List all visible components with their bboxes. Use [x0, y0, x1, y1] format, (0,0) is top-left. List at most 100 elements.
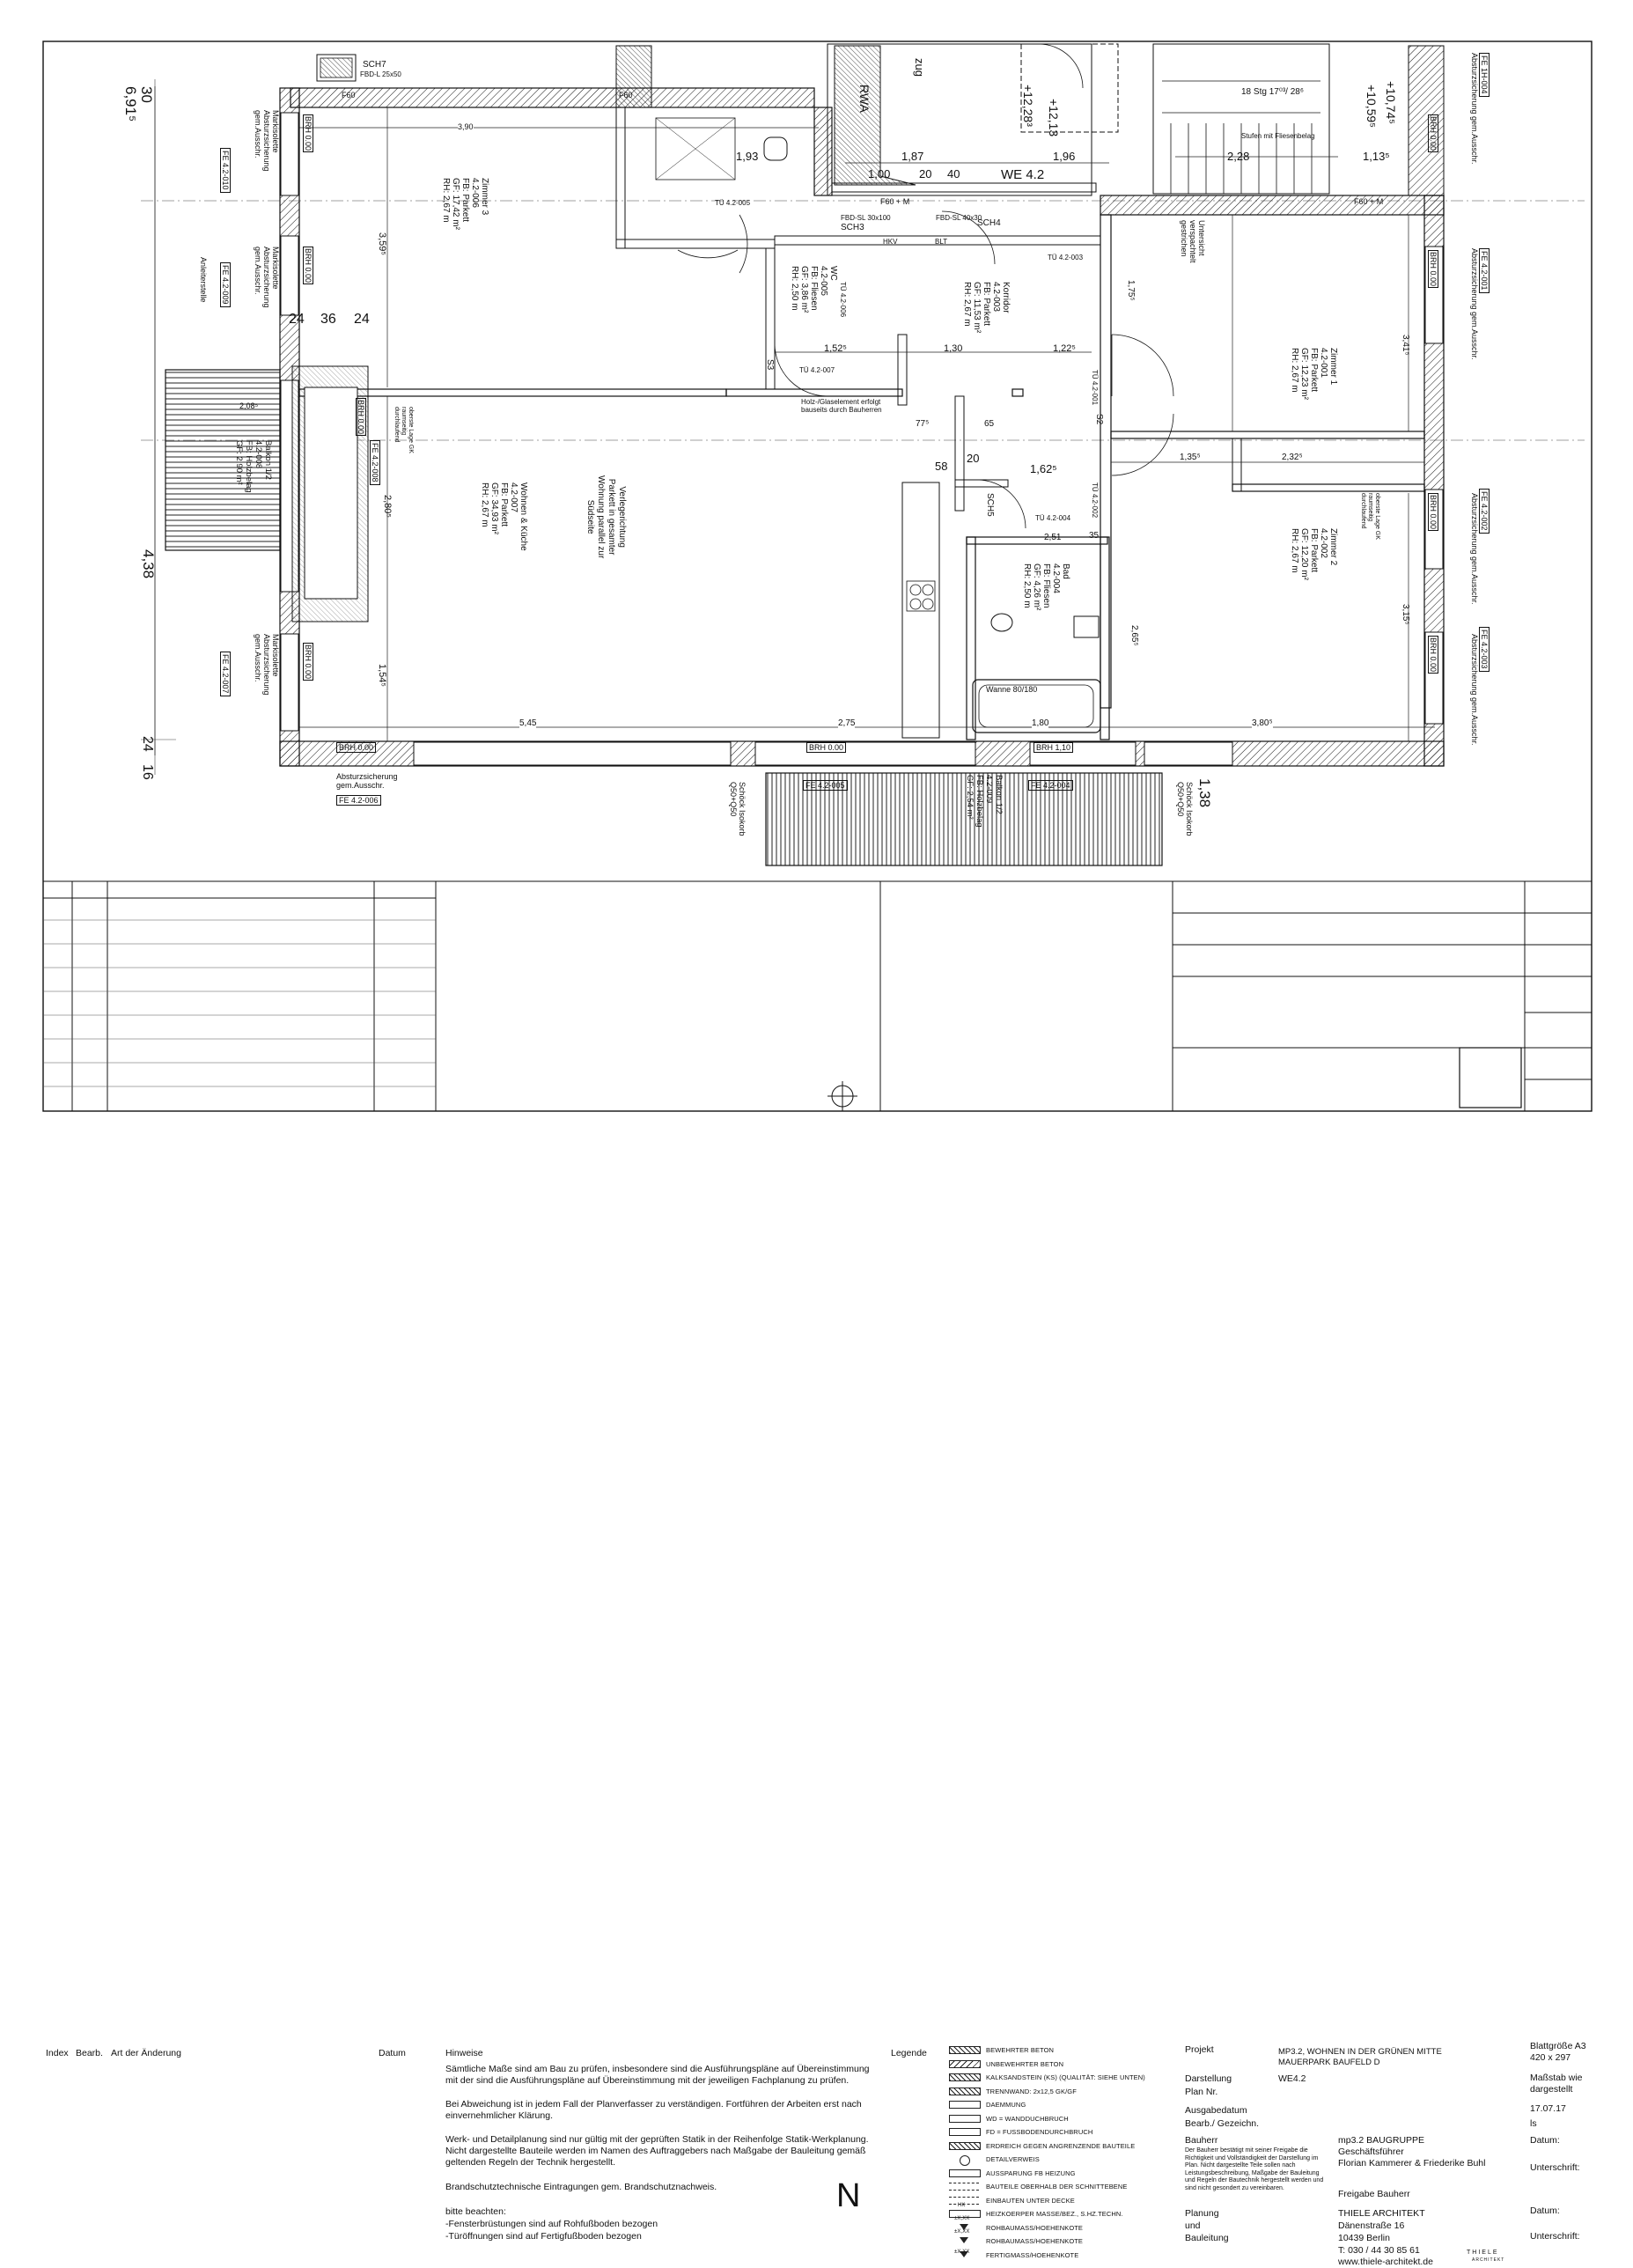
door-tag: TÜ 4.2-005: [715, 199, 751, 207]
projekt-label: Projekt: [1185, 2044, 1214, 2055]
balcony-bottom: [765, 772, 1163, 866]
initials-value: ls: [1530, 2118, 1537, 2129]
legend-swatch: [949, 2059, 981, 2068]
schock-label: Schöck Isokorb Q50+Q50: [729, 782, 747, 836]
blatt-value: 420 x 297: [1530, 2052, 1571, 2063]
legend-mark-hk: HK: [958, 2203, 966, 2208]
parapet-tag: BRH 0.00: [1428, 493, 1438, 532]
legend-item: DAEMMUNG: [986, 2101, 1026, 2109]
window-tag: FE 4.2-007: [220, 652, 231, 696]
fbd-label: FBD-SL 30x100: [841, 214, 891, 222]
legend-item: FERTIGMASS/HOEHENKOTE: [986, 2250, 1079, 2259]
balcony-left: [165, 369, 281, 551]
dim: 2,75: [838, 718, 856, 728]
col-bearb-header: Bearb.: [76, 2048, 103, 2058]
dim: 2,32⁵: [1282, 453, 1303, 462]
blatt-label: Blattgröße A3: [1530, 2041, 1586, 2051]
fall-protection-label: Absturzsicherung gem.Ausschr.: [1470, 634, 1479, 746]
hinweise-p6: -Fensterbrüstungen sind auf Rohfußboden …: [445, 2219, 658, 2229]
legend-item: AUSSPARUNG FB HEIZUNG: [986, 2169, 1076, 2177]
legende-title: Legende: [891, 2048, 927, 2058]
dim: 3,59⁵: [377, 232, 387, 255]
planung-label-3: Bauleitung: [1185, 2233, 1229, 2243]
dim: 24: [140, 736, 155, 752]
legend-swatch: [949, 2087, 981, 2095]
parapet-tag: BRH 0.00: [1428, 636, 1438, 674]
dim: 1,00: [868, 167, 891, 180]
dim: 1,54⁵: [377, 664, 387, 687]
window-tag: FE 4.2-006: [336, 795, 381, 806]
legend-mark-kote: ±X,XX: [954, 2250, 970, 2255]
shaft-label: SCH4: [977, 218, 1001, 228]
legend-swatch: [960, 2155, 970, 2166]
dim: 1,75⁵: [1126, 280, 1136, 301]
dim: 2,65⁵: [1129, 625, 1139, 646]
window-tag: FE 4.2-009: [220, 262, 231, 307]
legend-item: DETAILVERWEIS: [986, 2155, 1040, 2163]
planung-label-1: Planung: [1185, 2208, 1219, 2219]
legend-swatch: [960, 2237, 968, 2243]
window-tag: FE 4.2-002: [1479, 489, 1490, 534]
hinweise-p3: Werk- und Detailplanung sind nur gültig …: [445, 2134, 869, 2168]
door-tag: TÜ 4.2-007: [799, 366, 835, 374]
datum-label-2: Datum:: [1530, 2205, 1560, 2216]
door-tag: TÜ 4.2-003: [1048, 254, 1084, 261]
hinweise-p2: Bei Abweichung ist in jedem Fall der Pla…: [445, 2099, 862, 2121]
legend-item: HEIZKOERPER MASSE/BEZ., S.HZ.TECHN.: [986, 2210, 1123, 2218]
legend-item: EINBAUTEN UNTER DECKE: [986, 2196, 1075, 2205]
dim: 3,90: [458, 122, 474, 131]
architect-line-5: www.thiele-architekt.de: [1338, 2257, 1433, 2267]
dim: 3,80⁵: [1252, 718, 1273, 728]
architect-line-2: Dänenstraße 16: [1338, 2220, 1405, 2231]
fbd-label: FBD-SL 40x30: [936, 214, 982, 222]
shaft-label: S2: [1094, 414, 1104, 425]
hkv-label: BLT: [935, 238, 948, 246]
dim: 40: [947, 167, 960, 180]
zug-label: zug: [913, 58, 926, 77]
dim: 2,08⁵: [239, 401, 259, 410]
schock-label: Schöck Isokorb Q50+Q50: [1176, 782, 1194, 836]
fbd-label: FBD-L 25x50: [360, 70, 401, 78]
north-label: N: [836, 2177, 861, 2214]
legend-item: ROHBAUMASS/HOEHENKOTE: [986, 2223, 1084, 2232]
legend-swatch: [949, 2128, 981, 2136]
title-block-frame: [43, 880, 1592, 1111]
dim: 36: [320, 312, 336, 327]
legend-item: ROHBAUMASS/HOEHENKOTE: [986, 2237, 1084, 2245]
window-tag: FE 4.2-001: [1479, 248, 1490, 293]
window-tag: FE 4.2-010: [220, 148, 231, 193]
holzglas-note: Holz-/Glaselement erfolgt bauseits durch…: [801, 398, 882, 414]
legend-item: FD = FUSSBODENDURCHBRUCH: [986, 2128, 1093, 2136]
door-tag: TÜ 4.2-004: [1035, 514, 1071, 522]
date-value: 17.07.17: [1530, 2103, 1566, 2114]
parapet-tag: BRH 0.00: [1428, 114, 1438, 153]
shaft-label: S3: [765, 359, 775, 371]
wanne-label: Wanne 80/180: [986, 685, 1038, 694]
hkv-label: HKV: [883, 238, 898, 246]
dim: 1,35⁵: [1180, 453, 1201, 462]
untersicht-note: Untersicht verspachtelt gestrichen: [1180, 220, 1206, 263]
legend-item: BAUTEILE OBERHALB DER SCHNITTEBENE: [986, 2183, 1128, 2191]
freigabe-label: Freigabe Bauherr: [1338, 2189, 1410, 2199]
legend-swatch: [949, 2101, 981, 2109]
logo-sub: ARCHITEKT: [1472, 2257, 1505, 2263]
parapet-tag: BRH 0.00: [303, 114, 313, 153]
dim: 1,93: [736, 150, 759, 163]
dim: 2,51: [1044, 533, 1062, 542]
fire-label: F60 + M: [1354, 197, 1384, 206]
dim: 1,96: [1053, 150, 1076, 163]
unterschrift-label: Unterschrift:: [1530, 2162, 1580, 2173]
projekt-value-2: MAUERPARK BAUFELD D: [1278, 2058, 1380, 2067]
wall-top-left: [290, 87, 815, 108]
level-mark: +10,74⁵: [1384, 81, 1398, 125]
fall-protection-label: Absturzsicherung gem.Ausschr.: [1470, 248, 1479, 360]
gk-note: oberste Lage GK raumseitig durchlaufend: [1360, 493, 1380, 540]
architect-logo: [1459, 1047, 1522, 1108]
dim: 2,80⁵: [382, 495, 393, 518]
